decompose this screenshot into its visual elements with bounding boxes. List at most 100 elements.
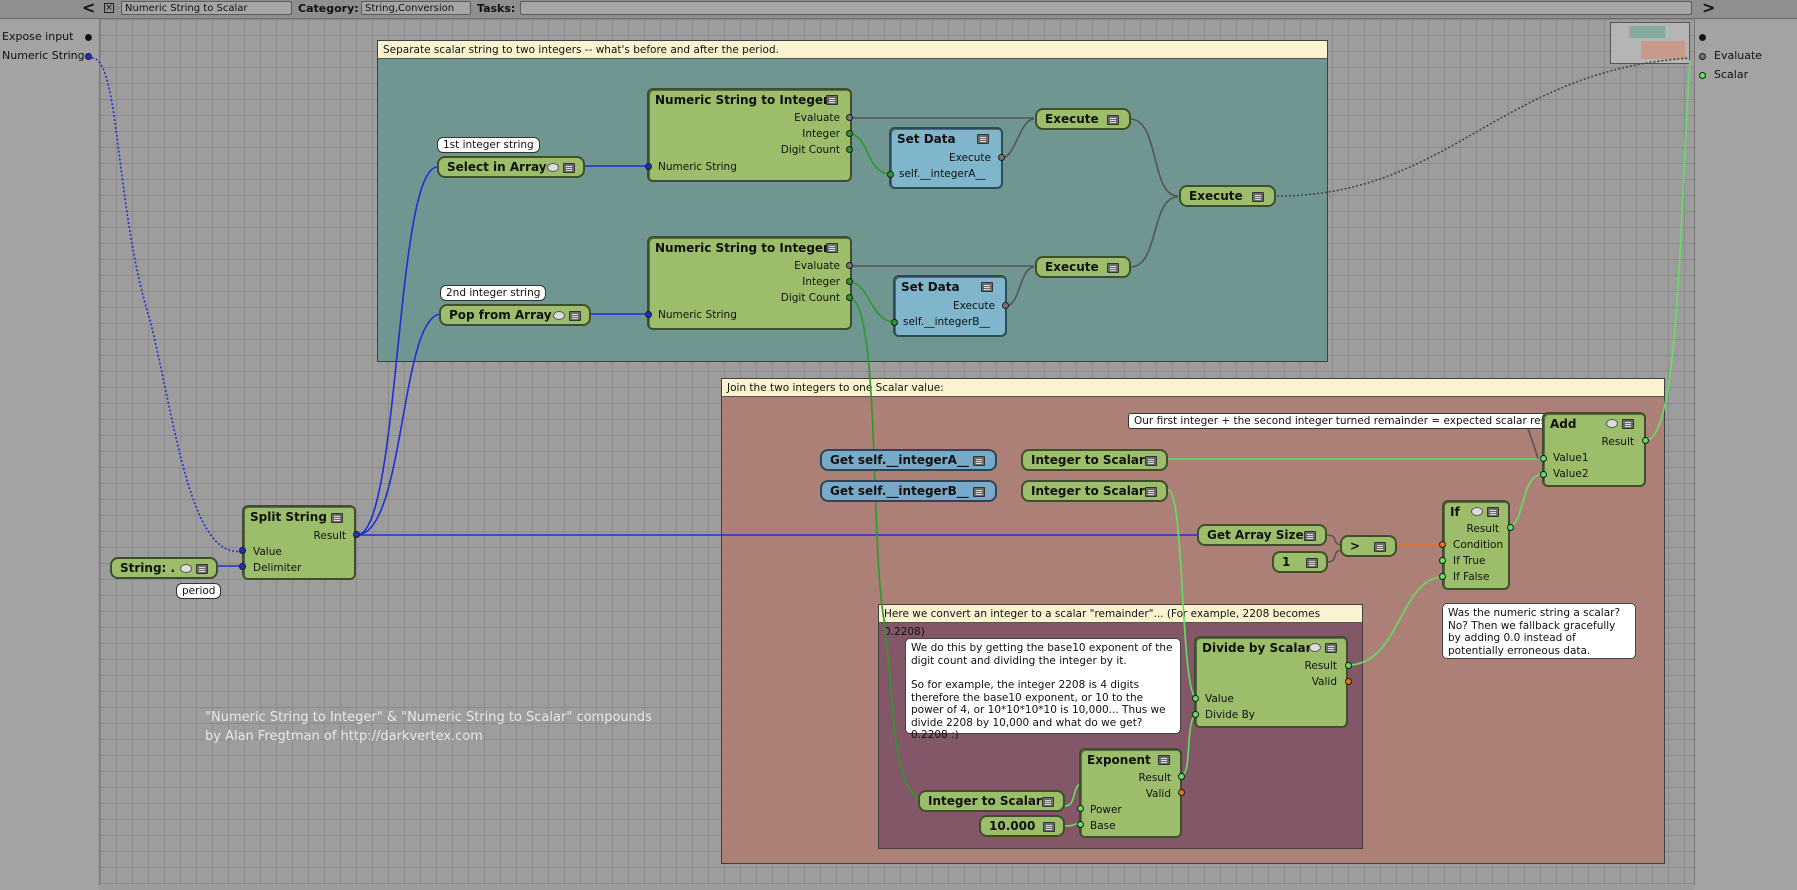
greater-than-node[interactable]: > [1340,535,1397,557]
comment-bubble-icon[interactable] [553,311,565,320]
node-menu-icon[interactable] [1304,531,1316,541]
canvas-minimap[interactable] [1610,22,1690,64]
node-menu-icon[interactable] [826,243,838,253]
select-in-array-node[interactable]: Select in Array [437,156,585,178]
numeric-string-to-integer-node-a[interactable]: Numeric String to Integer Evaluate Integ… [647,88,852,182]
string-constant-node[interactable]: String: . [110,557,218,579]
divide-valid-port[interactable] [1345,678,1352,685]
node-menu-icon[interactable] [1145,487,1157,497]
if-result-port[interactable] [1507,524,1514,531]
if-true-port[interactable] [1439,557,1446,564]
nsi-b-digit-count-port[interactable] [846,294,853,301]
add-node[interactable]: Add Result Value1 Value2 [1542,412,1646,487]
nsi-b-evaluate-port[interactable] [846,262,853,269]
split-string-value-port[interactable] [239,547,246,554]
node-menu-icon[interactable] [1107,115,1119,125]
integer-to-scalar-node-a[interactable]: Integer to Scalar [1021,449,1168,471]
node-menu-icon[interactable] [1107,263,1119,273]
node-menu-icon[interactable] [1622,419,1634,429]
numeric-string-input-port[interactable] [85,53,92,60]
expose-input-port[interactable] [85,34,92,41]
nsi-b-numeric-string-port[interactable] [645,311,652,318]
split-string-delimiter-port[interactable] [239,563,246,570]
node-menu-icon[interactable] [1325,643,1337,653]
credit-line-1: "Numeric String to Integer" & "Numeric S… [205,710,652,725]
set-data-a-input-port[interactable] [887,171,894,178]
node-menu-icon[interactable] [1374,542,1386,552]
node-menu-icon[interactable] [1306,558,1318,568]
one-constant-node[interactable]: 1 [1272,551,1328,573]
wire-int-b-to-setdata [848,281,896,323]
back-arrow-button[interactable]: < [82,0,96,17]
set-data-a-execute-port[interactable] [998,154,1005,161]
nsi-a-evaluate-port[interactable] [846,114,853,121]
node-menu-icon[interactable] [569,311,581,321]
node-menu-icon[interactable] [977,134,989,144]
execute-node-a[interactable]: Execute [1035,108,1131,130]
exponent-node[interactable]: Exponent Result Valid Power Base [1079,748,1182,838]
comment-bubble-icon[interactable] [180,564,192,573]
set-data-b-execute-port[interactable] [1002,302,1009,309]
frame-remainder-title: Here we convert an integer to a scalar "… [879,605,1362,638]
nsi-a-integer-port[interactable] [846,130,853,137]
exponent-valid-port[interactable] [1178,789,1185,796]
node-menu-icon[interactable] [1043,822,1055,832]
execute-node-main[interactable]: Execute [1179,185,1276,207]
node-menu-icon[interactable] [1042,797,1054,807]
add-value2-port[interactable] [1540,471,1547,478]
set-data-node-a[interactable]: Set Data Execute self.__integerA__ [889,127,1003,189]
split-string-node[interactable]: Split String Result Value Delimiter [242,505,356,580]
exponent-base-port[interactable] [1077,821,1084,828]
ten-constant-title: 10.000 [989,819,1036,833]
expose-output-port[interactable] [1699,34,1706,41]
get-integer-a-node[interactable]: Get self.__integerA__ [820,449,997,471]
if-false-port[interactable] [1439,573,1446,580]
node-menu-icon[interactable] [973,487,985,497]
node-menu-icon[interactable] [1252,192,1264,202]
node-menu-icon[interactable] [1158,755,1170,765]
compound-name-field[interactable]: Numeric String to Scalar [121,1,292,15]
get-array-size-node[interactable]: Get Array Size [1197,524,1327,546]
comment-bubble-icon[interactable] [547,163,559,172]
split-string-result-port[interactable] [353,531,360,538]
integer-to-scalar-node-c[interactable]: Integer to Scalar [918,790,1065,812]
if-node[interactable]: If Result Condition If True If False [1442,500,1510,590]
nsi-a-digit-count-port[interactable] [846,146,853,153]
comment-bubble-icon[interactable] [1471,507,1483,516]
category-field[interactable]: String,Conversion [361,1,471,15]
divide-value-port[interactable] [1192,695,1199,702]
integer-to-scalar-node-b[interactable]: Integer to Scalar [1021,480,1168,502]
node-menu-icon[interactable] [1487,507,1499,517]
scalar-output-port[interactable] [1699,72,1706,79]
exponent-result-port[interactable] [1178,773,1185,780]
nsi-b-integer-port[interactable] [846,278,853,285]
pop-from-array-node[interactable]: Pop from Array [439,304,591,326]
divide-by-port[interactable] [1192,711,1199,718]
if-condition-port[interactable] [1439,541,1446,548]
node-menu-icon[interactable] [563,163,575,173]
forward-arrow-button[interactable]: > [1702,0,1716,17]
node-menu-icon[interactable] [196,564,208,574]
node-menu-icon[interactable] [826,95,838,105]
exponent-power-port[interactable] [1077,805,1084,812]
evaluate-output-port[interactable] [1699,53,1706,60]
execute-node-b[interactable]: Execute [1035,256,1131,278]
set-data-b-input-port[interactable] [891,319,898,326]
ten-constant-node[interactable]: 10.000 [979,815,1065,837]
node-menu-icon[interactable] [981,282,993,292]
add-result-port[interactable] [1642,437,1649,444]
node-menu-icon[interactable] [1145,456,1157,466]
comment-bubble-icon[interactable] [1309,643,1321,652]
divide-by-scalar-node[interactable]: Divide by Scalar Result Valid Value Divi… [1194,636,1348,728]
tasks-field[interactable] [520,1,1692,15]
numeric-string-to-integer-node-b[interactable]: Numeric String to Integer Evaluate Integ… [647,236,852,330]
get-integer-b-node[interactable]: Get self.__integerB__ [820,480,997,502]
comment-bubble-icon[interactable] [1606,419,1618,428]
node-menu-icon[interactable] [331,513,343,523]
nsi-a-numeric-string-port[interactable] [645,163,652,170]
add-value1-port[interactable] [1540,455,1547,462]
set-data-node-b[interactable]: Set Data Execute self.__integerB__ [893,275,1007,337]
node-menu-icon[interactable] [973,456,985,466]
close-icon[interactable]: × [104,3,114,13]
divide-result-port[interactable] [1345,662,1352,669]
